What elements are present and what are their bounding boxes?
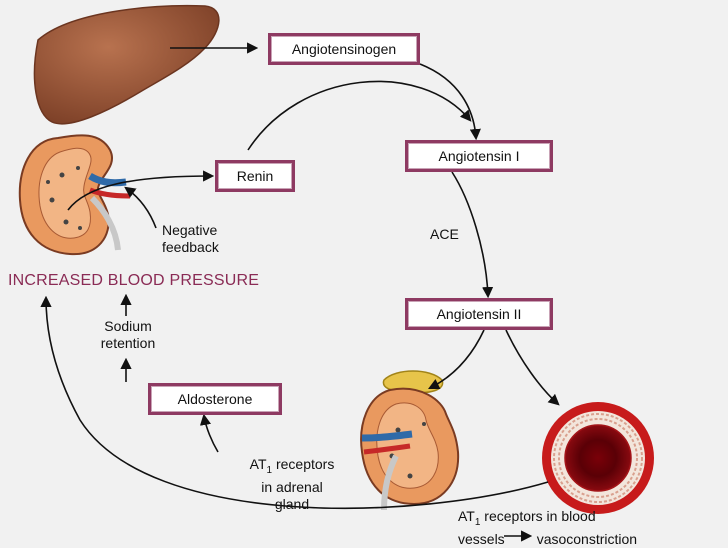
arrow-angiotensin2-to-vessel	[505, 329, 560, 406]
sodium-retention-line2: retention	[100, 335, 156, 351]
at1-adrenal-line3: gland	[274, 495, 310, 512]
at1-adrenal-line2: in adrenal	[261, 478, 323, 495]
arrow-vessel-to-bp	[40, 295, 549, 510]
negative-feedback-line2: feedback	[162, 239, 219, 255]
arrow-angiotensinogen-to-angiotensin1	[419, 63, 481, 141]
arrow-at1-to-aldosterone	[199, 413, 219, 453]
aldosterone-label: Aldosterone	[177, 391, 253, 407]
sodium-retention-line1: Sodium	[104, 318, 152, 334]
arrow-kidney-to-renin	[67, 170, 215, 211]
angiotensinogen-label: Angiotensinogen	[291, 41, 397, 57]
angiotensin1-box: Angiotensin I	[405, 140, 553, 172]
adrenal-kidney-icon	[360, 370, 460, 511]
angiotensin2-label: Angiotensin II	[436, 306, 522, 322]
angiotensin1-label: Angiotensin I	[438, 148, 520, 164]
arrow-feedback-to-kidney	[124, 186, 157, 229]
arrows	[40, 42, 560, 542]
ace-label: ACE	[430, 226, 459, 242]
blood-vessel-icon	[542, 402, 654, 514]
renin-label: Renin	[236, 168, 274, 184]
at1-vessel-suffix: receptors in blood	[480, 508, 596, 524]
angiotensinogen-box: Angiotensinogen	[268, 33, 420, 65]
liver-icon	[33, 4, 220, 125]
vessels-label: vessels	[458, 530, 505, 547]
at1-vessel-prefix: AT	[458, 508, 475, 524]
at1-vessel-label: AT1 receptors in blood vessels vasoconstr…	[458, 508, 724, 548]
at1-prefix: AT	[249, 456, 267, 472]
sodium-retention-label: Sodium retention	[90, 318, 166, 352]
at1-subscript: 1	[266, 464, 273, 476]
kidney-icon	[18, 134, 131, 256]
at1-adrenal-label: AT1 receptors in adrenal gland	[232, 456, 352, 513]
increased-blood-pressure-label: INCREASED BLOOD PRESSURE	[8, 272, 260, 289]
aldosterone-box: Aldosterone	[148, 383, 282, 415]
renin-box: Renin	[215, 160, 295, 192]
at1-adrenal-suffix: receptors	[272, 456, 335, 472]
angiotensin2-box: Angiotensin II	[405, 298, 553, 330]
vasoconstriction-label: vasoconstriction	[536, 530, 638, 547]
arrow-angiotensin1-to-angiotensin2	[451, 171, 494, 299]
negative-feedback-label: Negative feedback	[162, 222, 219, 256]
arrow-angiotensin2-to-adrenal	[427, 329, 485, 390]
at1-vessel-subscript: 1	[474, 516, 481, 528]
arrow-renin-to-angiotensin1	[247, 80, 472, 151]
negative-feedback-line1: Negative	[162, 222, 218, 238]
